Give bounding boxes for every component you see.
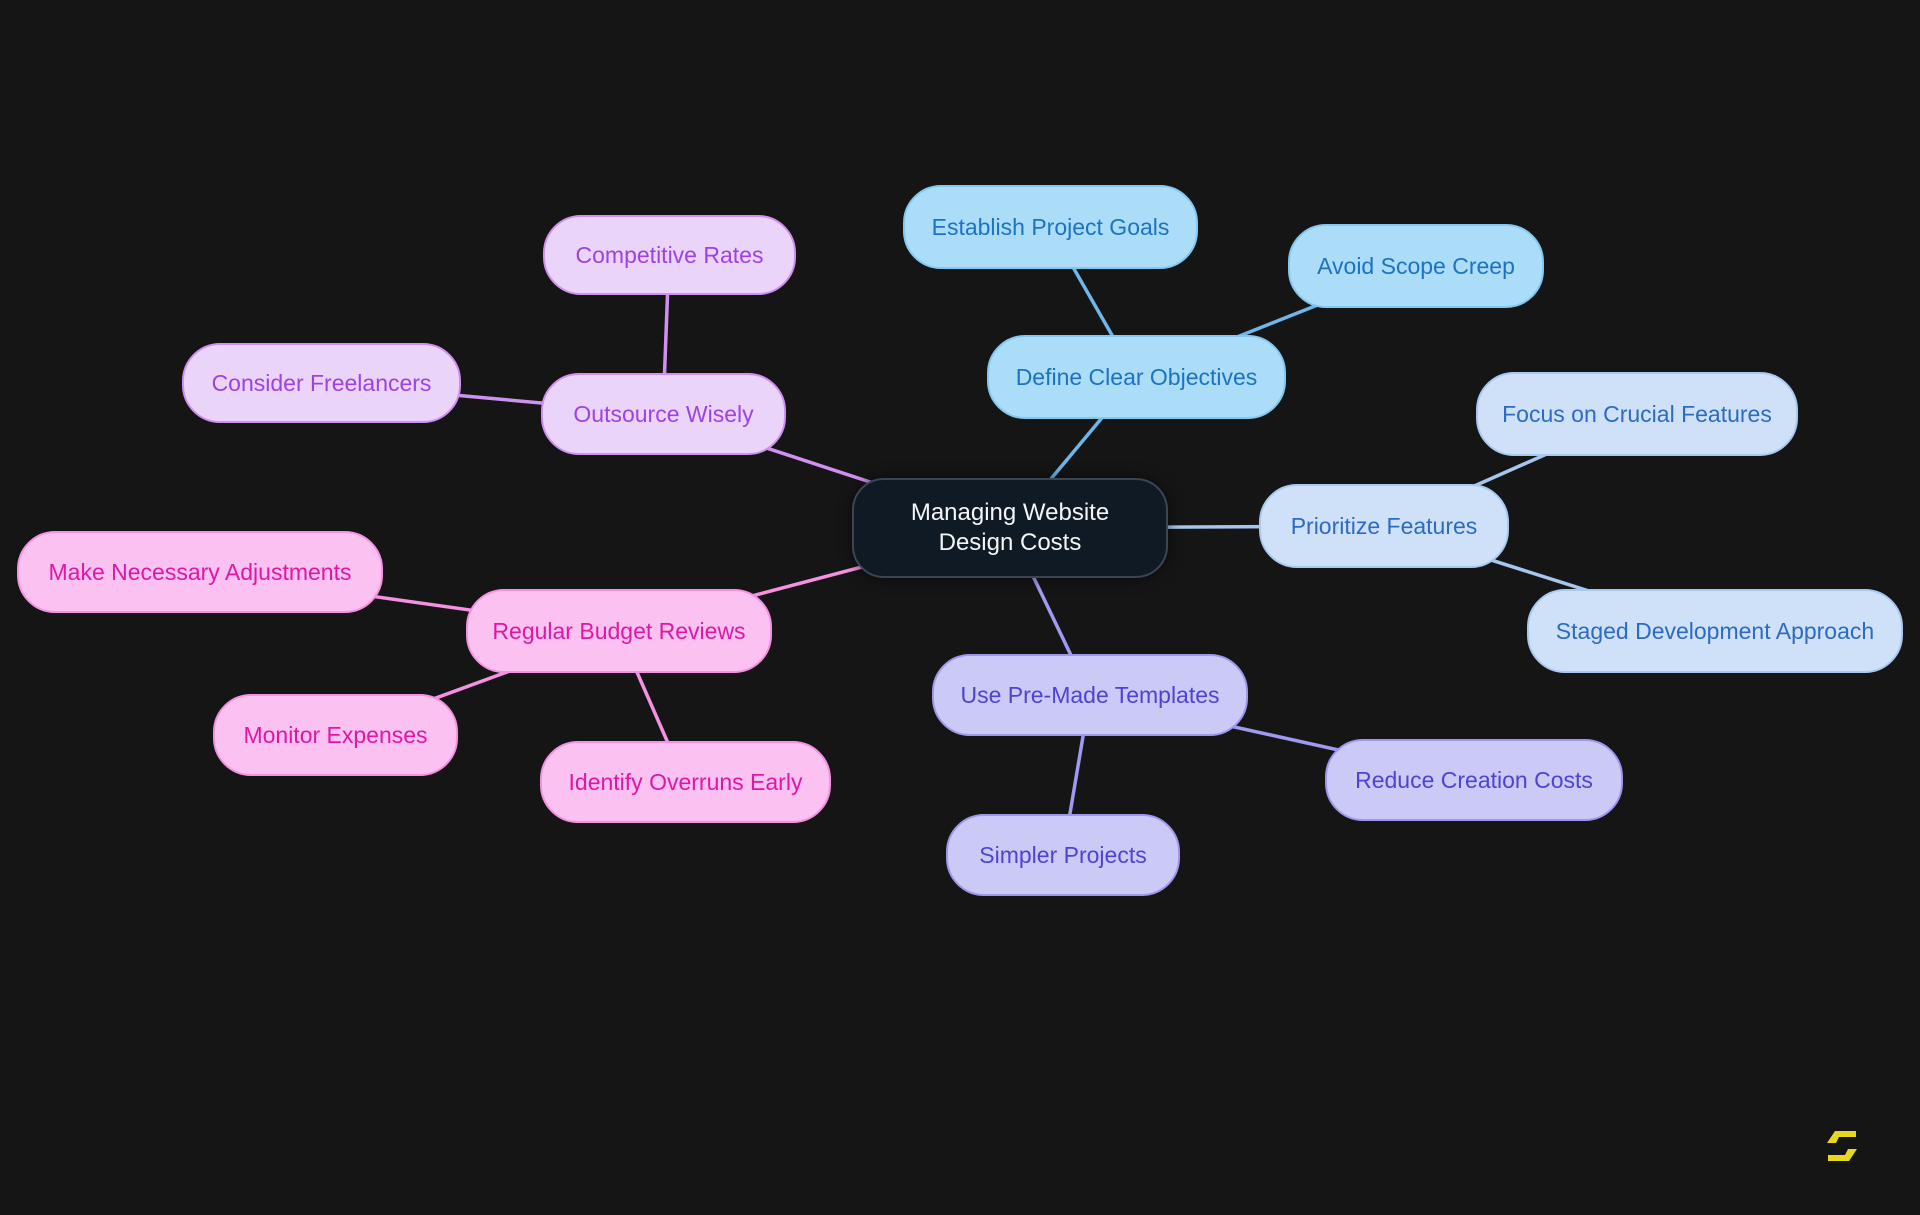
node-label: Regular Budget Reviews	[492, 617, 746, 644]
node-label: Competitive Rates	[575, 241, 764, 268]
node-label: Make Necessary Adjustments	[48, 558, 352, 585]
node-reduce-creation-costs[interactable]: Reduce Creation Costs	[1325, 739, 1623, 821]
node-label: Outsource Wisely	[573, 400, 754, 427]
node-avoid-scope-creep[interactable]: Avoid Scope Creep	[1288, 224, 1544, 308]
node-staged-development-approach[interactable]: Staged Development Approach	[1527, 589, 1903, 673]
node-define-clear-objectives[interactable]: Define Clear Objectives	[987, 335, 1286, 419]
node-focus-on-crucial-features[interactable]: Focus on Crucial Features	[1476, 372, 1798, 456]
node-label: Focus on Crucial Features	[1502, 400, 1772, 427]
node-monitor-expenses[interactable]: Monitor Expenses	[213, 694, 458, 776]
node-label: Prioritize Features	[1290, 512, 1478, 539]
node-label: Simpler Projects	[979, 841, 1147, 868]
node-competitive-rates[interactable]: Competitive Rates	[543, 215, 796, 295]
s-logo-icon	[1827, 1131, 1857, 1161]
node-label: Monitor Expenses	[243, 721, 428, 748]
node-make-necessary-adjustments[interactable]: Make Necessary Adjustments	[17, 531, 383, 613]
node-simpler-projects[interactable]: Simpler Projects	[946, 814, 1180, 896]
node-label: Identify Overruns Early	[568, 768, 803, 795]
node-establish-project-goals[interactable]: Establish Project Goals	[903, 185, 1198, 269]
node-outsource-wisely[interactable]: Outsource Wisely	[541, 373, 786, 455]
node-label: Define Clear Objectives	[1015, 363, 1258, 390]
node-label: Establish Project Goals	[931, 213, 1170, 240]
node-regular-budget-reviews[interactable]: Regular Budget Reviews	[466, 589, 772, 673]
node-label: Avoid Scope Creep	[1317, 252, 1515, 279]
node-label: Managing Website Design Costs	[910, 499, 1110, 556]
node-use-pre-made-templates[interactable]: Use Pre-Made Templates	[932, 654, 1248, 736]
node-consider-freelancers[interactable]: Consider Freelancers	[182, 343, 461, 423]
node-label: Staged Development Approach	[1555, 617, 1875, 644]
node-managing-website-design-costs[interactable]: Managing Website Design Costs	[852, 478, 1168, 578]
node-label: Reduce Creation Costs	[1355, 766, 1593, 793]
node-identify-overruns-early[interactable]: Identify Overruns Early	[540, 741, 831, 823]
node-prioritize-features[interactable]: Prioritize Features	[1259, 484, 1509, 568]
node-label: Consider Freelancers	[211, 369, 432, 396]
node-label: Use Pre-Made Templates	[960, 681, 1220, 708]
